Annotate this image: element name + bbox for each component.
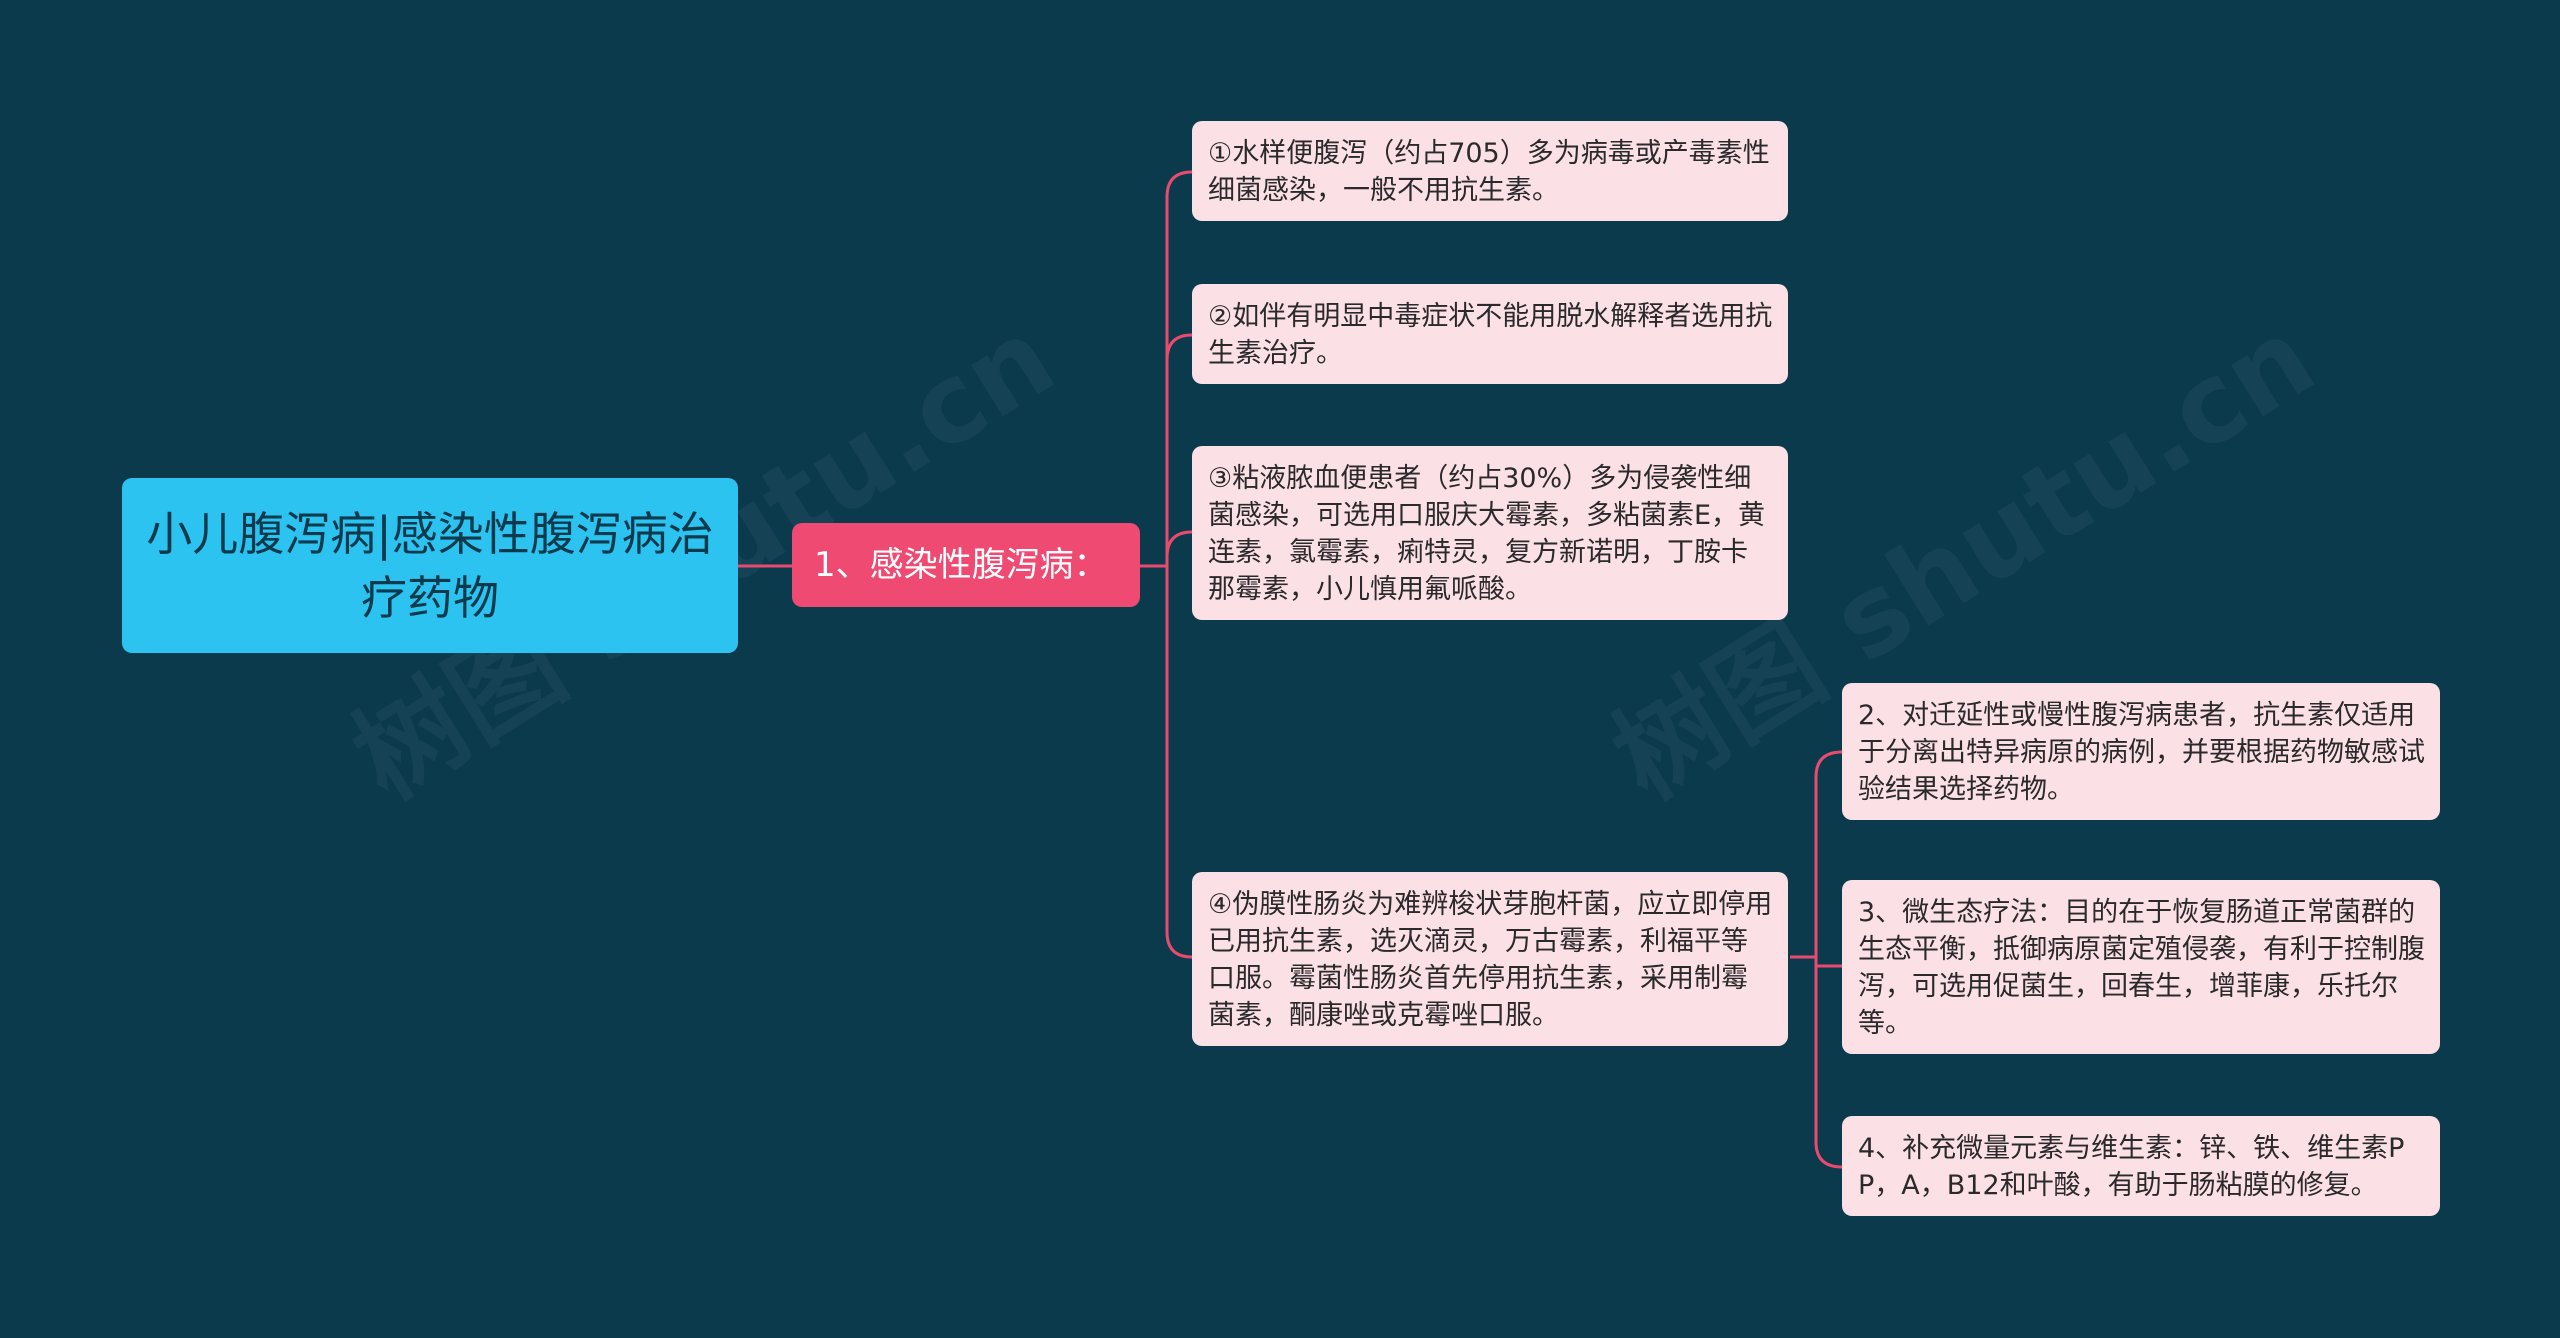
leaf-text: ①水样便腹泻（约占705）多为病毒或产毒素性细菌感染，一般不用抗生素。 <box>1208 138 1770 206</box>
leaf-text: ③粘液脓血便患者（约占30%）多为侵袭性细菌感染，可选用口服庆大霉素，多粘菌素E… <box>1208 463 1766 605</box>
branch-label: 1、感染性腹泻病： <box>814 545 1108 585</box>
subleaf-text: 3、微生态疗法：目的在于恢复肠道正常菌群的生态平衡，抵御病原菌定殖侵袭，有利于控… <box>1858 897 2425 1039</box>
connector-leaf-2 <box>1165 333 1193 361</box>
root-title: 小儿腹泻病|感染性腹泻病治疗药物 <box>146 506 714 625</box>
leaf-node-2[interactable]: ②如伴有明显中毒症状不能用脱水解释者选用抗生素治疗。 <box>1192 284 1788 384</box>
subleaf-node-4[interactable]: 4、补充微量元素与维生素：锌、铁、维生素PP，A，B12和叶酸，有助于肠粘膜的修… <box>1842 1116 2440 1216</box>
leaf-text: ②如伴有明显中毒症状不能用脱水解释者选用抗生素治疗。 <box>1208 301 1773 369</box>
connector-leaf-1 <box>1165 170 1193 566</box>
connector-subleaf-1 <box>1814 750 1843 957</box>
subleaf-node-3[interactable]: 3、微生态疗法：目的在于恢复肠道正常菌群的生态平衡，抵御病原菌定殖侵袭，有利于控… <box>1842 880 2440 1054</box>
subleaf-text: 4、补充微量元素与维生素：锌、铁、维生素PP，A，B12和叶酸，有助于肠粘膜的修… <box>1858 1133 2405 1201</box>
connector-subleaf-3 <box>1814 957 1843 1169</box>
connector-leaf-4 <box>1165 566 1193 959</box>
leaf-node-4[interactable]: ④伪膜性肠炎为难辨梭状芽胞杆菌，应立即停用已用抗生素，选灭滴灵，万古霉素，利福平… <box>1192 872 1788 1046</box>
subleaf-node-2[interactable]: 2、对迁延性或慢性腹泻病患者，抗生素仅适用于分离出特异病原的病例，并要根据药物敏… <box>1842 683 2440 820</box>
root-node[interactable]: 小儿腹泻病|感染性腹泻病治疗药物 <box>122 478 738 653</box>
branch-node-infectious-diarrhea[interactable]: 1、感染性腹泻病： <box>792 523 1140 607</box>
subleaf-text: 2、对迁延性或慢性腹泻病患者，抗生素仅适用于分离出特异病原的病例，并要根据药物敏… <box>1858 700 2425 805</box>
leaf-node-1[interactable]: ①水样便腹泻（约占705）多为病毒或产毒素性细菌感染，一般不用抗生素。 <box>1192 121 1788 221</box>
leaf-node-3[interactable]: ③粘液脓血便患者（约占30%）多为侵袭性细菌感染，可选用口服庆大霉素，多粘菌素E… <box>1192 446 1788 620</box>
connector-leaf-3 <box>1165 530 1193 558</box>
leaf-text: ④伪膜性肠炎为难辨梭状芽胞杆菌，应立即停用已用抗生素，选灭滴灵，万古霉素，利福平… <box>1208 889 1773 1031</box>
